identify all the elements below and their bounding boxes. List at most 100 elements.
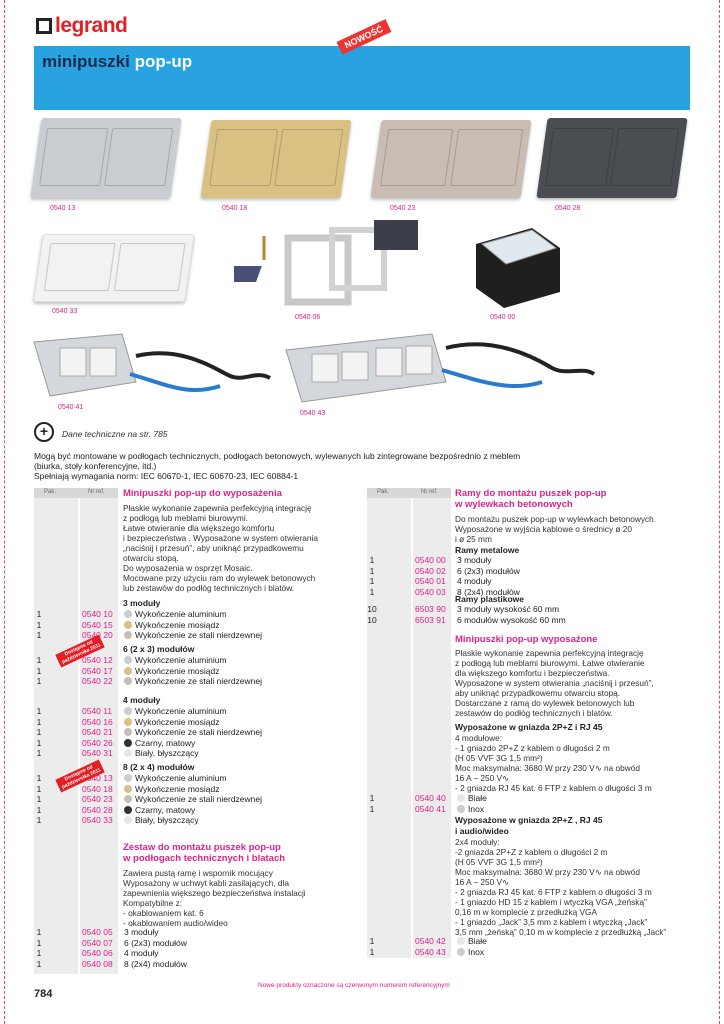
row-description: Wykończenie ze stali nierdzewnej: [124, 794, 262, 805]
row-description: Wykończenie ze stali nierdzewnej: [124, 630, 262, 641]
section-description: Płaskie wykonanie zapewnia perfekcyjną i…: [455, 648, 654, 718]
row-quantity: 1: [369, 555, 375, 565]
row-label: Inox: [468, 803, 485, 814]
row-label: Inox: [468, 946, 485, 957]
photo-ref: 0540 18: [222, 205, 248, 212]
row-reference: 0540 00: [415, 555, 446, 565]
row-reference: 0540 18: [82, 783, 113, 794]
row-description: Białe: [457, 936, 487, 947]
popup-socket-8mod-photo: [285, 333, 596, 403]
row-quantity: 1: [36, 716, 42, 727]
row-label: 6 (2x3) modułów: [457, 565, 520, 576]
zoom-icon[interactable]: +: [34, 422, 54, 442]
finish-swatch-icon: [124, 774, 132, 782]
section-description: Płaskie wykonanie zapewnia perfekcyjną i…: [123, 503, 318, 593]
row-label: Białe: [468, 936, 487, 946]
row-description: Wykończenie aluminium: [124, 655, 227, 666]
row-quantity: 1: [36, 676, 42, 686]
section-title: Ramy do montażu puszek pop-up w wylewkac…: [455, 488, 607, 510]
row-quantity: 1: [36, 665, 42, 676]
finish-swatch-icon: [124, 620, 132, 629]
row-quantity: 1: [36, 630, 42, 640]
section-description: Do montażu puszek pop-up w wylewkach bet…: [455, 514, 657, 544]
row-reference: 0540 07: [82, 937, 113, 948]
row-quantity: 1: [36, 737, 42, 748]
row-description: Inox: [457, 947, 484, 958]
finish-swatch-icon: [124, 805, 132, 814]
ref-column: [80, 488, 118, 974]
row-quantity: 1: [36, 815, 42, 825]
row-description: Wykończenie mosiądz: [124, 620, 220, 631]
header-ref: Nr ref.: [88, 489, 105, 495]
row-label: Czarny, matowy: [135, 737, 196, 748]
finish-swatch-icon: [124, 784, 132, 793]
finish-swatch-icon: [124, 677, 132, 685]
product-photo-steel: [370, 120, 532, 198]
row-label: Białe: [468, 793, 487, 803]
row-quantity: 10: [367, 614, 377, 625]
row-description: 8 (2x4) modułów: [124, 959, 187, 970]
row-label: Czarny, matowy: [135, 804, 196, 815]
group-title: Wyposażone w gniazda 2P+Z , RJ 45 i audi…: [455, 815, 603, 836]
row-reference: 0540 41: [415, 803, 446, 814]
finish-swatch-icon: [124, 666, 132, 675]
row-quantity: 1: [36, 958, 42, 969]
row-description: 6 (2x3) modułów: [124, 938, 187, 949]
finish-swatch-icon: [457, 937, 465, 945]
ref-column: [413, 488, 451, 958]
row-label: 8 (2x4) modułów: [124, 958, 187, 969]
row-quantity: 1: [36, 748, 42, 758]
finish-swatch-icon: [124, 816, 132, 824]
page-title: minipuszki pop-up: [42, 52, 193, 71]
photo-ref: 0540 28: [555, 205, 581, 212]
row-label: Wykończenie ze stali nierdzewnej: [135, 794, 263, 804]
row-label: Wykończenie ze stali nierdzewnej: [135, 630, 263, 640]
section-title: Minipuszki pop-up wyposażone: [455, 634, 598, 645]
header-pak: Pak.: [44, 489, 57, 495]
group-title: 8 (2 x 4) modułów: [123, 762, 195, 772]
row-label: 6 modułów wysokość 60 mm: [457, 614, 566, 625]
finish-swatch-icon: [124, 610, 132, 618]
row-label: Wykończenie mosiądz: [135, 783, 220, 794]
concrete-frame-photo: [476, 228, 560, 308]
row-label: Wykończenie aluminium: [135, 655, 227, 665]
row-label: 6 (2x3) modułów: [124, 937, 187, 948]
footer-note: Nowe produkty oznaczone są czerwonym num…: [258, 982, 450, 989]
finish-swatch-icon: [124, 738, 132, 747]
row-description: Wykończenie aluminium: [124, 609, 227, 620]
row-description: 3 moduły wysokość 60 mm: [457, 604, 559, 615]
section-description: Zawiera pustą ramę i wspornik mocujący W…: [123, 868, 306, 928]
row-description: Wykończenie aluminium: [124, 773, 227, 784]
row-label: 4 moduły: [124, 948, 159, 958]
finish-swatch-icon: [457, 804, 465, 813]
section-title: Minipuszki pop-up do wyposażenia: [123, 488, 282, 499]
row-label: 8 (2x4) modułów: [457, 586, 520, 597]
finish-swatch-icon: [124, 631, 132, 639]
row-description: 3 moduły: [457, 555, 492, 566]
product-photo-white: [33, 234, 195, 302]
row-reference: 0540 28: [82, 804, 113, 815]
mounting-kit-photo: [234, 220, 418, 306]
header-pak: Pak.: [377, 489, 390, 495]
cut-line-right: [719, 0, 720, 1024]
pak-column: [367, 488, 411, 958]
row-reference: 0540 17: [82, 665, 113, 676]
finish-swatch-icon: [124, 717, 132, 726]
row-reference: 0540 03: [415, 586, 446, 597]
row-description: 6 (2x3) modułów: [457, 566, 520, 577]
row-quantity: 1: [36, 655, 42, 665]
row-label: Wykończenie ze stali nierdzewnej: [135, 676, 263, 686]
legrand-logo: legrand: [36, 14, 128, 38]
row-label: 3 moduły wysokość 60 mm: [457, 604, 560, 614]
row-quantity: 1: [369, 576, 375, 586]
row-description: Wykończenie ze stali nierdzewnej: [124, 727, 262, 738]
table-header: Pak. Nr ref.: [367, 488, 451, 498]
row-quantity: 1: [36, 948, 42, 958]
row-description: Inox: [457, 804, 484, 815]
row-description: Wykończenie mosiądz: [124, 717, 220, 728]
row-reference: 0540 31: [82, 748, 113, 758]
row-reference: 0540 05: [82, 927, 113, 937]
row-quantity: 1: [369, 565, 375, 576]
row-reference: 0540 22: [82, 676, 113, 686]
row-description: Biały, błyszczący: [124, 748, 199, 759]
